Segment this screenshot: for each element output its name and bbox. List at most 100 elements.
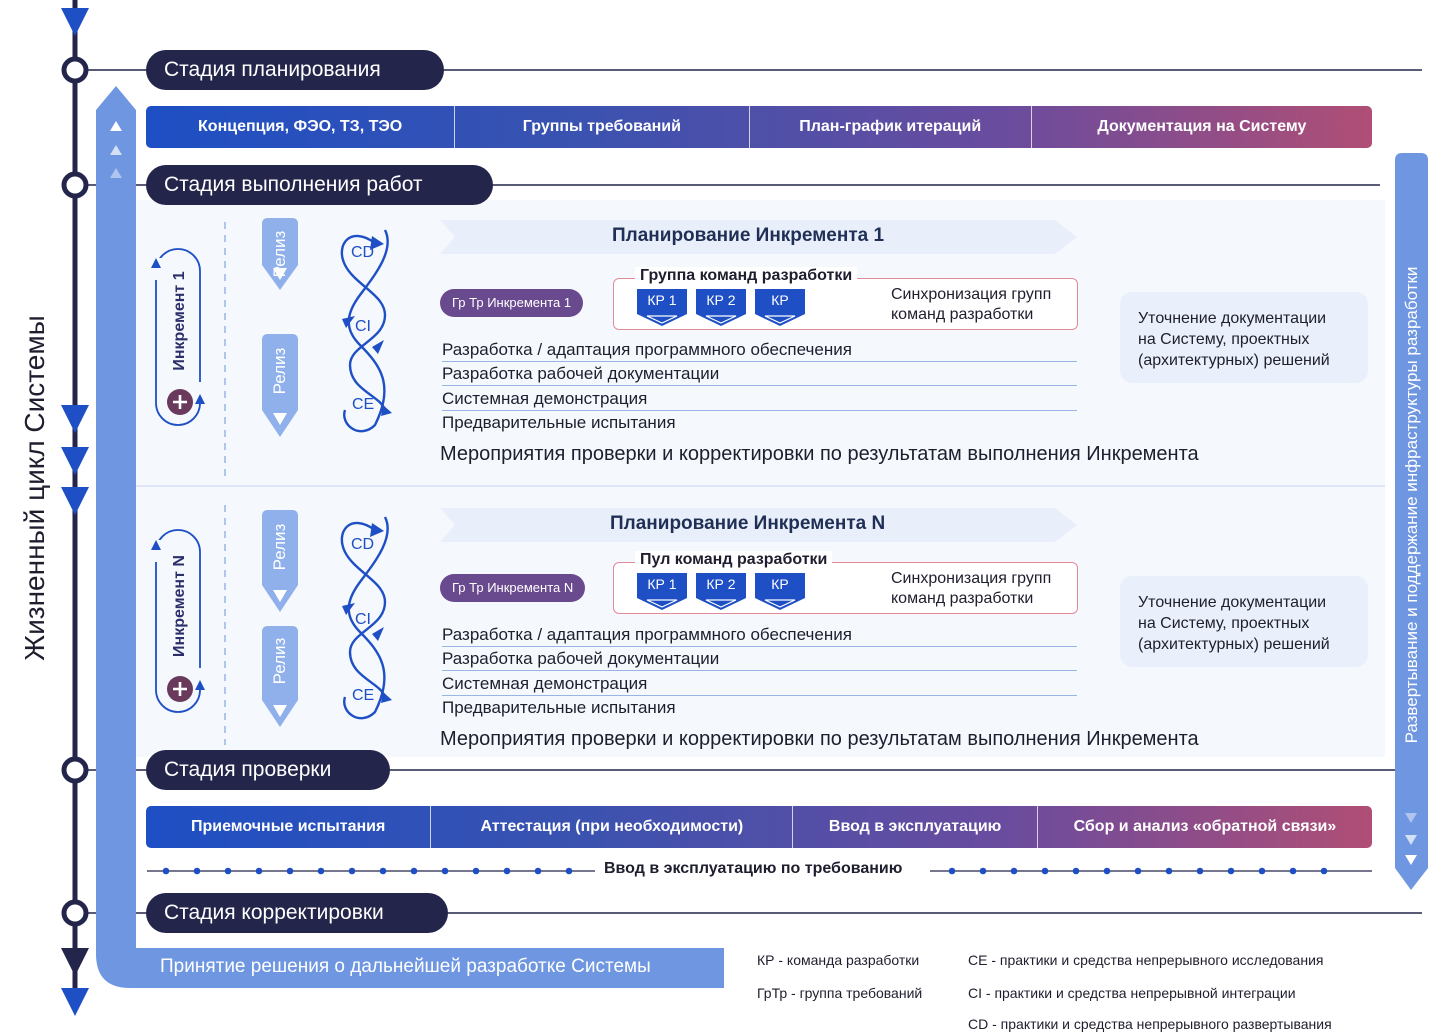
task-item: Разработка / адаптация программного обес… [442,339,1077,362]
verification-bar-item: Приемочные испытания [146,806,432,848]
ce-label: CE [352,396,375,413]
timeline-top-arrow [61,8,89,36]
stage-correction: Стадия корректировки [146,893,448,933]
sync-text: Синхронизация групп команд разработки [891,570,1052,607]
plan-title: Планирование Инкремента 1 [612,225,885,246]
task-item: Разработка рабочей документации [442,648,1077,671]
legend-ce: CE - практики и средства непрерывного ис… [968,952,1324,968]
dot-marker [948,867,956,875]
dot-marker [1258,867,1266,875]
planning-bar-item: Концепция, ФЭО, ТЗ, ТЭО [146,106,456,148]
plan-chevron-1 [440,220,1077,254]
task-item: Системная демонстрация [442,388,1077,411]
planning-bar-item: Группы требований [455,106,750,148]
task-item: Предварительные испытания [442,413,676,432]
operation-dots [162,867,1328,875]
verification-measures: Мероприятия проверки и корректировки по … [440,443,1199,465]
dot-marker [224,867,232,875]
plan-chevron-n [440,508,1077,542]
dot-marker [441,867,449,875]
dot-marker [979,867,987,875]
sync-text: Синхронизация групп команд разработки [891,286,1052,323]
increment-1-loop [150,248,206,426]
dot-marker [1010,867,1018,875]
dot-marker [503,867,511,875]
ci-label: CI [355,318,371,335]
dev-team-pool [613,562,1078,614]
ci-cd-loop-1 [340,229,389,433]
task-item: Разработка / адаптация программного обес… [442,624,1077,647]
dot-marker [1134,867,1142,875]
dot-marker [193,867,201,875]
planning-bar-item: План-график итераций [750,106,1032,148]
documentation-note: Уточнение документации на Систему, проек… [1120,292,1368,383]
decision-text: Принятие решения о дальнейшей разработке… [160,956,651,977]
stage-verification: Стадия проверки [146,750,390,790]
dot-marker [379,867,387,875]
dot-marker [1041,867,1049,875]
dev-team-group-title: Группа команд разработки [635,267,858,285]
dot-marker [1165,867,1173,875]
verification-bar-item: Аттестация (при необходимости) [431,806,794,848]
infrastructure-arrow [1395,153,1428,890]
team-badge: КР 2 [696,289,746,327]
cd-label: CD [351,536,375,553]
infrastructure-title: Развертывание и поддержание инфраструкту… [1402,266,1421,744]
planning-bar-item: Документация на Систему [1097,118,1307,135]
dot-marker [1289,867,1297,875]
ci-cd-loop-n [340,516,389,720]
increment-label: Инкремент N [171,555,188,657]
release-arrows [262,218,298,727]
increment-n-loop [150,529,206,713]
dot-marker [348,867,356,875]
team-badge: КР 1 [637,573,687,611]
dot-marker [286,867,294,875]
dot-marker [255,867,263,875]
requirements-group-badge: Гр Тр Инкремента N [440,574,586,602]
operation-on-demand: Ввод в эксплуатацию по требованию [600,860,907,878]
dot-marker [472,867,480,875]
verification-bar-item: Ввод в эксплуатацию [793,806,1038,848]
ce-label: CE [352,687,375,704]
dot-marker [1072,867,1080,875]
stage-planning: Стадия планирования [146,50,444,90]
verification-measures: Мероприятия проверки и корректировки по … [440,728,1199,750]
planning-bar: Концепция, ФЭО, ТЗ, ТЭО Группы требовани… [146,106,1372,148]
legend-grtr: ГрТр - группа требований [757,985,923,1001]
documentation-note: Уточнение документации на Систему, проек… [1120,576,1368,667]
task-item: Системная демонстрация [442,673,1077,696]
timeline-bottom-arrow [61,988,89,1016]
dot-marker [162,867,170,875]
dot-marker [1320,867,1328,875]
cd-label: CD [351,244,375,261]
dot-marker [1227,867,1235,875]
team-badge: КР 1 [637,289,687,327]
lifecycle-title: Жизненный цикл Системы [19,315,50,661]
requirements-group-badge: Гр Тр Инкремента 1 [440,289,584,317]
stage-execution: Стадия выполнения работ [146,165,493,205]
dot-marker [1196,867,1204,875]
dot-marker [317,867,325,875]
verification-bar: Приемочные испытания Аттестация (при нео… [146,806,1372,848]
legend-cd: CD - практики и средства непрерывного ра… [968,1016,1332,1032]
dev-team-pool-title: Пул команд разработки [635,551,833,569]
legend-kr: КР - команда разработки [757,952,920,968]
plan-title: Планирование Инкремента N [610,513,886,534]
increment-label: Инкремент 1 [171,271,188,371]
dot-marker [534,867,542,875]
verification-bar-item: Сбор и анализ «обратной связи» [1073,818,1337,835]
ci-label: CI [355,611,371,628]
release-label: Релиз [270,347,289,395]
release-label: Релиз [270,523,289,571]
dot-marker [1103,867,1111,875]
release-label: Релиз [270,637,289,685]
team-badge: КР [755,289,805,327]
release-label: Релиз [270,230,289,278]
team-badge: КР [755,573,805,611]
task-item: Предварительные испытания [442,698,676,717]
dot-marker [410,867,418,875]
task-item: Разработка рабочей документации [442,363,1077,386]
legend-ci: CI - практики и средства непрерывной инт… [968,985,1296,1001]
dot-marker [565,867,573,875]
